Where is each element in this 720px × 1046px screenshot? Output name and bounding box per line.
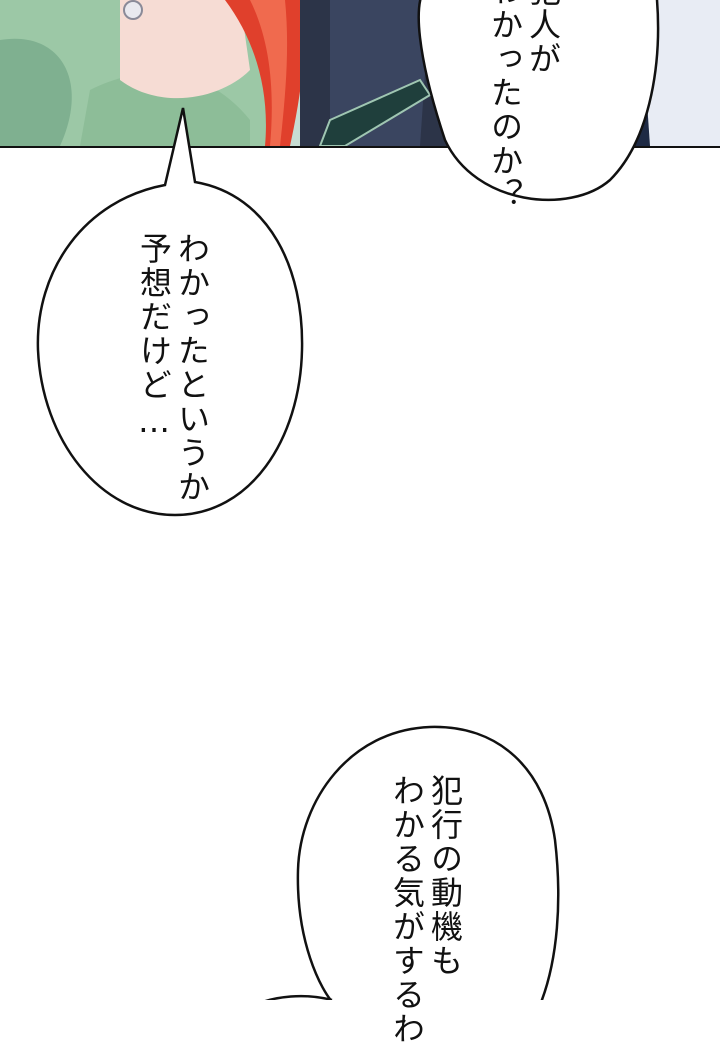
speech-line: わかったのか？ bbox=[486, 0, 524, 212]
speech-text-bottom-right: 犯行の動機も わかる気がするわ bbox=[388, 774, 464, 1046]
speech-bubble-bottom-right bbox=[265, 725, 560, 1000]
speech-bubbles-layer bbox=[36, 0, 660, 1000]
speech-text-middle-left: わかったというか 予想だけど… bbox=[135, 232, 211, 504]
speech-line: 予想だけど… bbox=[135, 232, 173, 442]
speech-line: わかったというか bbox=[173, 232, 211, 504]
speech-line: 犯人が bbox=[524, 0, 562, 76]
speech-line: わかる気がするわ bbox=[388, 774, 426, 1046]
speech-bubble-middle-left bbox=[36, 107, 304, 517]
speech-bubble-top-right bbox=[417, 0, 660, 202]
speech-text-top-right: 犯人が わかったのか？ bbox=[486, 0, 562, 212]
speech-line: 犯行の動機も bbox=[426, 774, 464, 978]
